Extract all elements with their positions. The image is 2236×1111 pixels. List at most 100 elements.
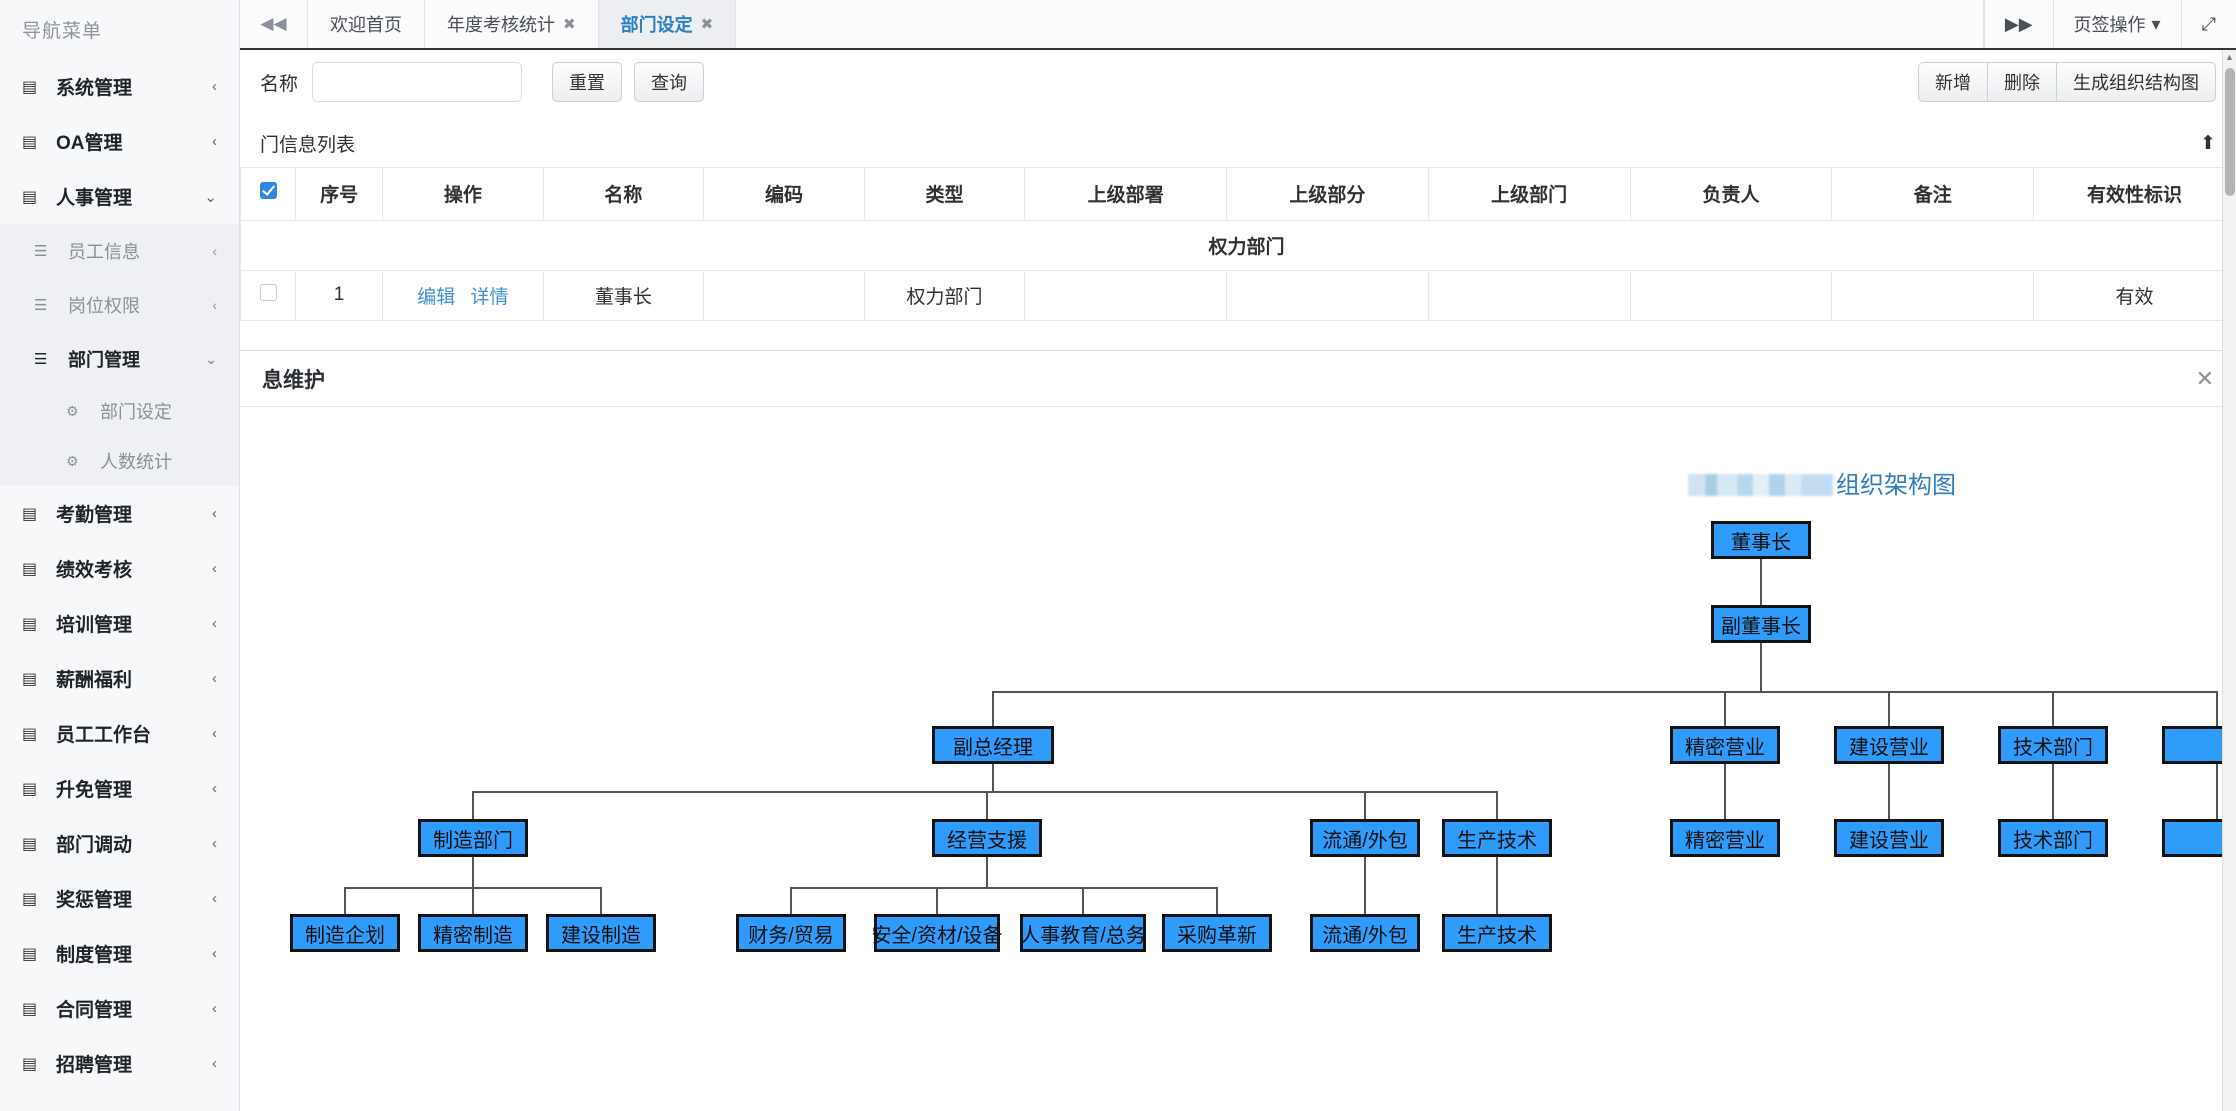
checkbox-icon[interactable] (259, 283, 277, 301)
sidebar-item-compensation-benefits[interactable]: ▤ 薪酬福利 ‹ (0, 651, 239, 706)
org-node-label: 流通/外包 (1322, 829, 1408, 852)
close-icon[interactable]: ✖ (563, 16, 576, 33)
org-edge (1364, 857, 1366, 914)
add-button[interactable]: 新增 (1918, 62, 1988, 102)
book-icon: ▤ (22, 945, 38, 963)
org-node-label: 建设营业 (1849, 736, 1929, 759)
sidebar-item-recruitment-management[interactable]: ▤ 招聘管理 ‹ (0, 1036, 239, 1091)
list-panel-header: 门信息列表 ⬆ (240, 120, 2236, 168)
sidebar-item-contract-management[interactable]: ▤ 合同管理 ‹ (0, 981, 239, 1036)
page-operations-dropdown[interactable]: 页签操作 ▾ (2052, 0, 2181, 48)
sidebar-item-department-transfer[interactable]: ▤ 部门调动 ‹ (0, 816, 239, 871)
sidebar-item-hr-management[interactable]: ▤ 人事管理 ⌄ (0, 169, 239, 224)
vertical-scrollbar[interactable]: ▲ (2222, 50, 2236, 1111)
sidebar-item-training-management[interactable]: ▤ 培训管理 ‹ (0, 596, 239, 651)
search-name-input[interactable] (312, 62, 523, 102)
row-parent-dept (1427, 269, 1631, 321)
scroll-tabs-right-button[interactable]: ▶▶ (1983, 0, 2053, 48)
sidebar-item-employee-info[interactable]: ☰ 员工信息 ‹ (0, 224, 239, 278)
org-edge (1888, 764, 1890, 819)
org-node-label: 流通/外包 (1322, 924, 1408, 947)
book-icon: ▤ (22, 1000, 38, 1018)
book-icon: ▤ (22, 835, 38, 853)
org-node[interactable]: 流通/外包 (1310, 914, 1420, 952)
sidebar-item-headcount-statistics[interactable]: ⚙ 人数统计 (0, 436, 239, 486)
sidebar-item-label: 部门调动 (56, 835, 133, 856)
check-icon[interactable] (259, 182, 277, 200)
scroll-up-icon[interactable]: ▲ (2225, 52, 2234, 62)
col-select-all[interactable] (239, 168, 297, 221)
chevron-down-icon: ⌄ (204, 188, 217, 206)
sidebar-item-performance-review[interactable]: ▤ 绩效考核 ‹ (0, 541, 239, 596)
sidebar-item-reward-punishment[interactable]: ▤ 奖惩管理 ‹ (0, 871, 239, 926)
tab-welcome-home[interactable]: 欢迎首页 (308, 0, 425, 48)
org-node[interactable]: 精密营业 (1670, 726, 1780, 764)
scroll-tabs-left-button[interactable]: ◀◀ (240, 0, 308, 48)
sidebar-item-department-management[interactable]: ☰ 部门管理 ⌄ (0, 332, 239, 386)
org-node[interactable]: 生产技术 (1442, 914, 1552, 952)
org-node[interactable]: 生产技术 (1442, 819, 1552, 857)
org-node[interactable]: 财务/贸易 (736, 914, 846, 952)
org-node[interactable]: 技术部门 (1998, 819, 2108, 857)
book-icon: ▤ (22, 780, 38, 798)
org-node[interactable]: 建设营业 (1834, 819, 1944, 857)
sidebar-item-label: 绩效考核 (56, 560, 133, 581)
tab-department-setting[interactable]: 部门设定 ✖ (598, 0, 737, 48)
tab-bar-right-controls: ▶▶ 页签操作 ▾ ⤢ (1983, 0, 2236, 48)
org-node[interactable]: 人事教育/总务 (1020, 914, 1146, 952)
scrollbar-thumb[interactable] (2225, 68, 2235, 196)
sidebar-item-label: 招聘管理 (56, 1055, 133, 1076)
row-parent-deploy (1024, 269, 1227, 321)
sidebar-item-label: 合同管理 (56, 1000, 133, 1021)
close-icon[interactable]: ✖ (700, 16, 714, 33)
org-node[interactable]: 副董事长 (1711, 605, 1811, 643)
edit-link[interactable]: 编辑 (417, 286, 456, 308)
org-node[interactable]: 精密营业 (1670, 819, 1780, 857)
table-row[interactable]: 1 编辑 详情 董事长 权力部门 有效 (239, 269, 2236, 321)
org-node[interactable]: 流通/外包 (1310, 819, 1420, 857)
sidebar-item-employee-workbench[interactable]: ▤ 员工工作台 ‹ (0, 706, 239, 761)
sidebar-item-attendance-management[interactable]: ▤ 考勤管理 ‹ (0, 486, 239, 541)
tab-label: 欢迎首页 (330, 15, 402, 35)
row-remark (1831, 269, 2035, 321)
org-node[interactable]: 安全/资材/设备 (871, 914, 1003, 952)
org-node-label: 精密营业 (1685, 736, 1765, 759)
org-edge (1760, 559, 1762, 605)
org-node[interactable]: 技术部门 (1998, 726, 2108, 764)
org-node[interactable]: 董事长 (1711, 521, 1811, 559)
sidebar-item-label: 培训管理 (56, 615, 133, 636)
tab-annual-review-statistics[interactable]: 年度考核统计 ✖ (425, 0, 599, 48)
close-icon[interactable]: ✕ (2195, 365, 2214, 391)
query-button[interactable]: 查询 (634, 62, 705, 102)
delete-button[interactable]: 删除 (1988, 62, 2057, 102)
collapse-panel-icon[interactable]: ⬆ (2200, 133, 2216, 154)
sidebar-item-oa-management[interactable]: ▤ OA管理 ‹ (0, 114, 239, 169)
sidebar-item-position-permission[interactable]: ☰ 岗位权限 ‹ (0, 278, 239, 332)
sidebar-item-promotion-management[interactable]: ▤ 升免管理 ‹ (0, 761, 239, 816)
org-node[interactable]: 建设制造 (546, 914, 656, 952)
sidebar-title: 导航菜单 (22, 21, 103, 42)
list-icon: ☰ (34, 297, 48, 314)
sidebar-item-department-setting[interactable]: ⚙ 部门设定 (0, 386, 239, 436)
org-node[interactable]: 副总经理 (932, 726, 1054, 764)
org-node[interactable]: 制造企划 (290, 914, 400, 952)
org-node[interactable]: 制造部门 (418, 819, 528, 857)
org-node[interactable]: 采购革新 (1162, 914, 1272, 952)
detail-link[interactable]: 详情 (470, 286, 509, 308)
sidebar-item-policy-management[interactable]: ▤ 制度管理 ‹ (0, 926, 239, 981)
org-node[interactable]: 建设营业 (1834, 726, 1944, 764)
org-node[interactable]: 经营支援 (932, 819, 1042, 857)
book-icon: ▤ (22, 1055, 38, 1073)
department-list-panel: 门信息列表 ⬆ 序号 操作 名称 编码 类型 (239, 120, 2236, 321)
reset-button[interactable]: 重置 (552, 62, 623, 102)
fullscreen-button[interactable]: ⤢ (2180, 0, 2236, 48)
generate-org-chart-button[interactable]: 生成组织结构图 (2057, 62, 2216, 102)
org-edge (791, 887, 1217, 889)
row-operations: 编辑 详情 (382, 269, 544, 321)
org-node[interactable]: 精密制造 (418, 914, 528, 952)
chevron-right-icon: ‹ (212, 670, 217, 687)
sidebar-item-system-management[interactable]: ▤ 系统管理 ‹ (0, 59, 239, 114)
org-edge (1888, 691, 1890, 726)
row-checkbox-cell[interactable] (239, 269, 297, 321)
org-node-label: 副董事长 (1721, 615, 1801, 638)
